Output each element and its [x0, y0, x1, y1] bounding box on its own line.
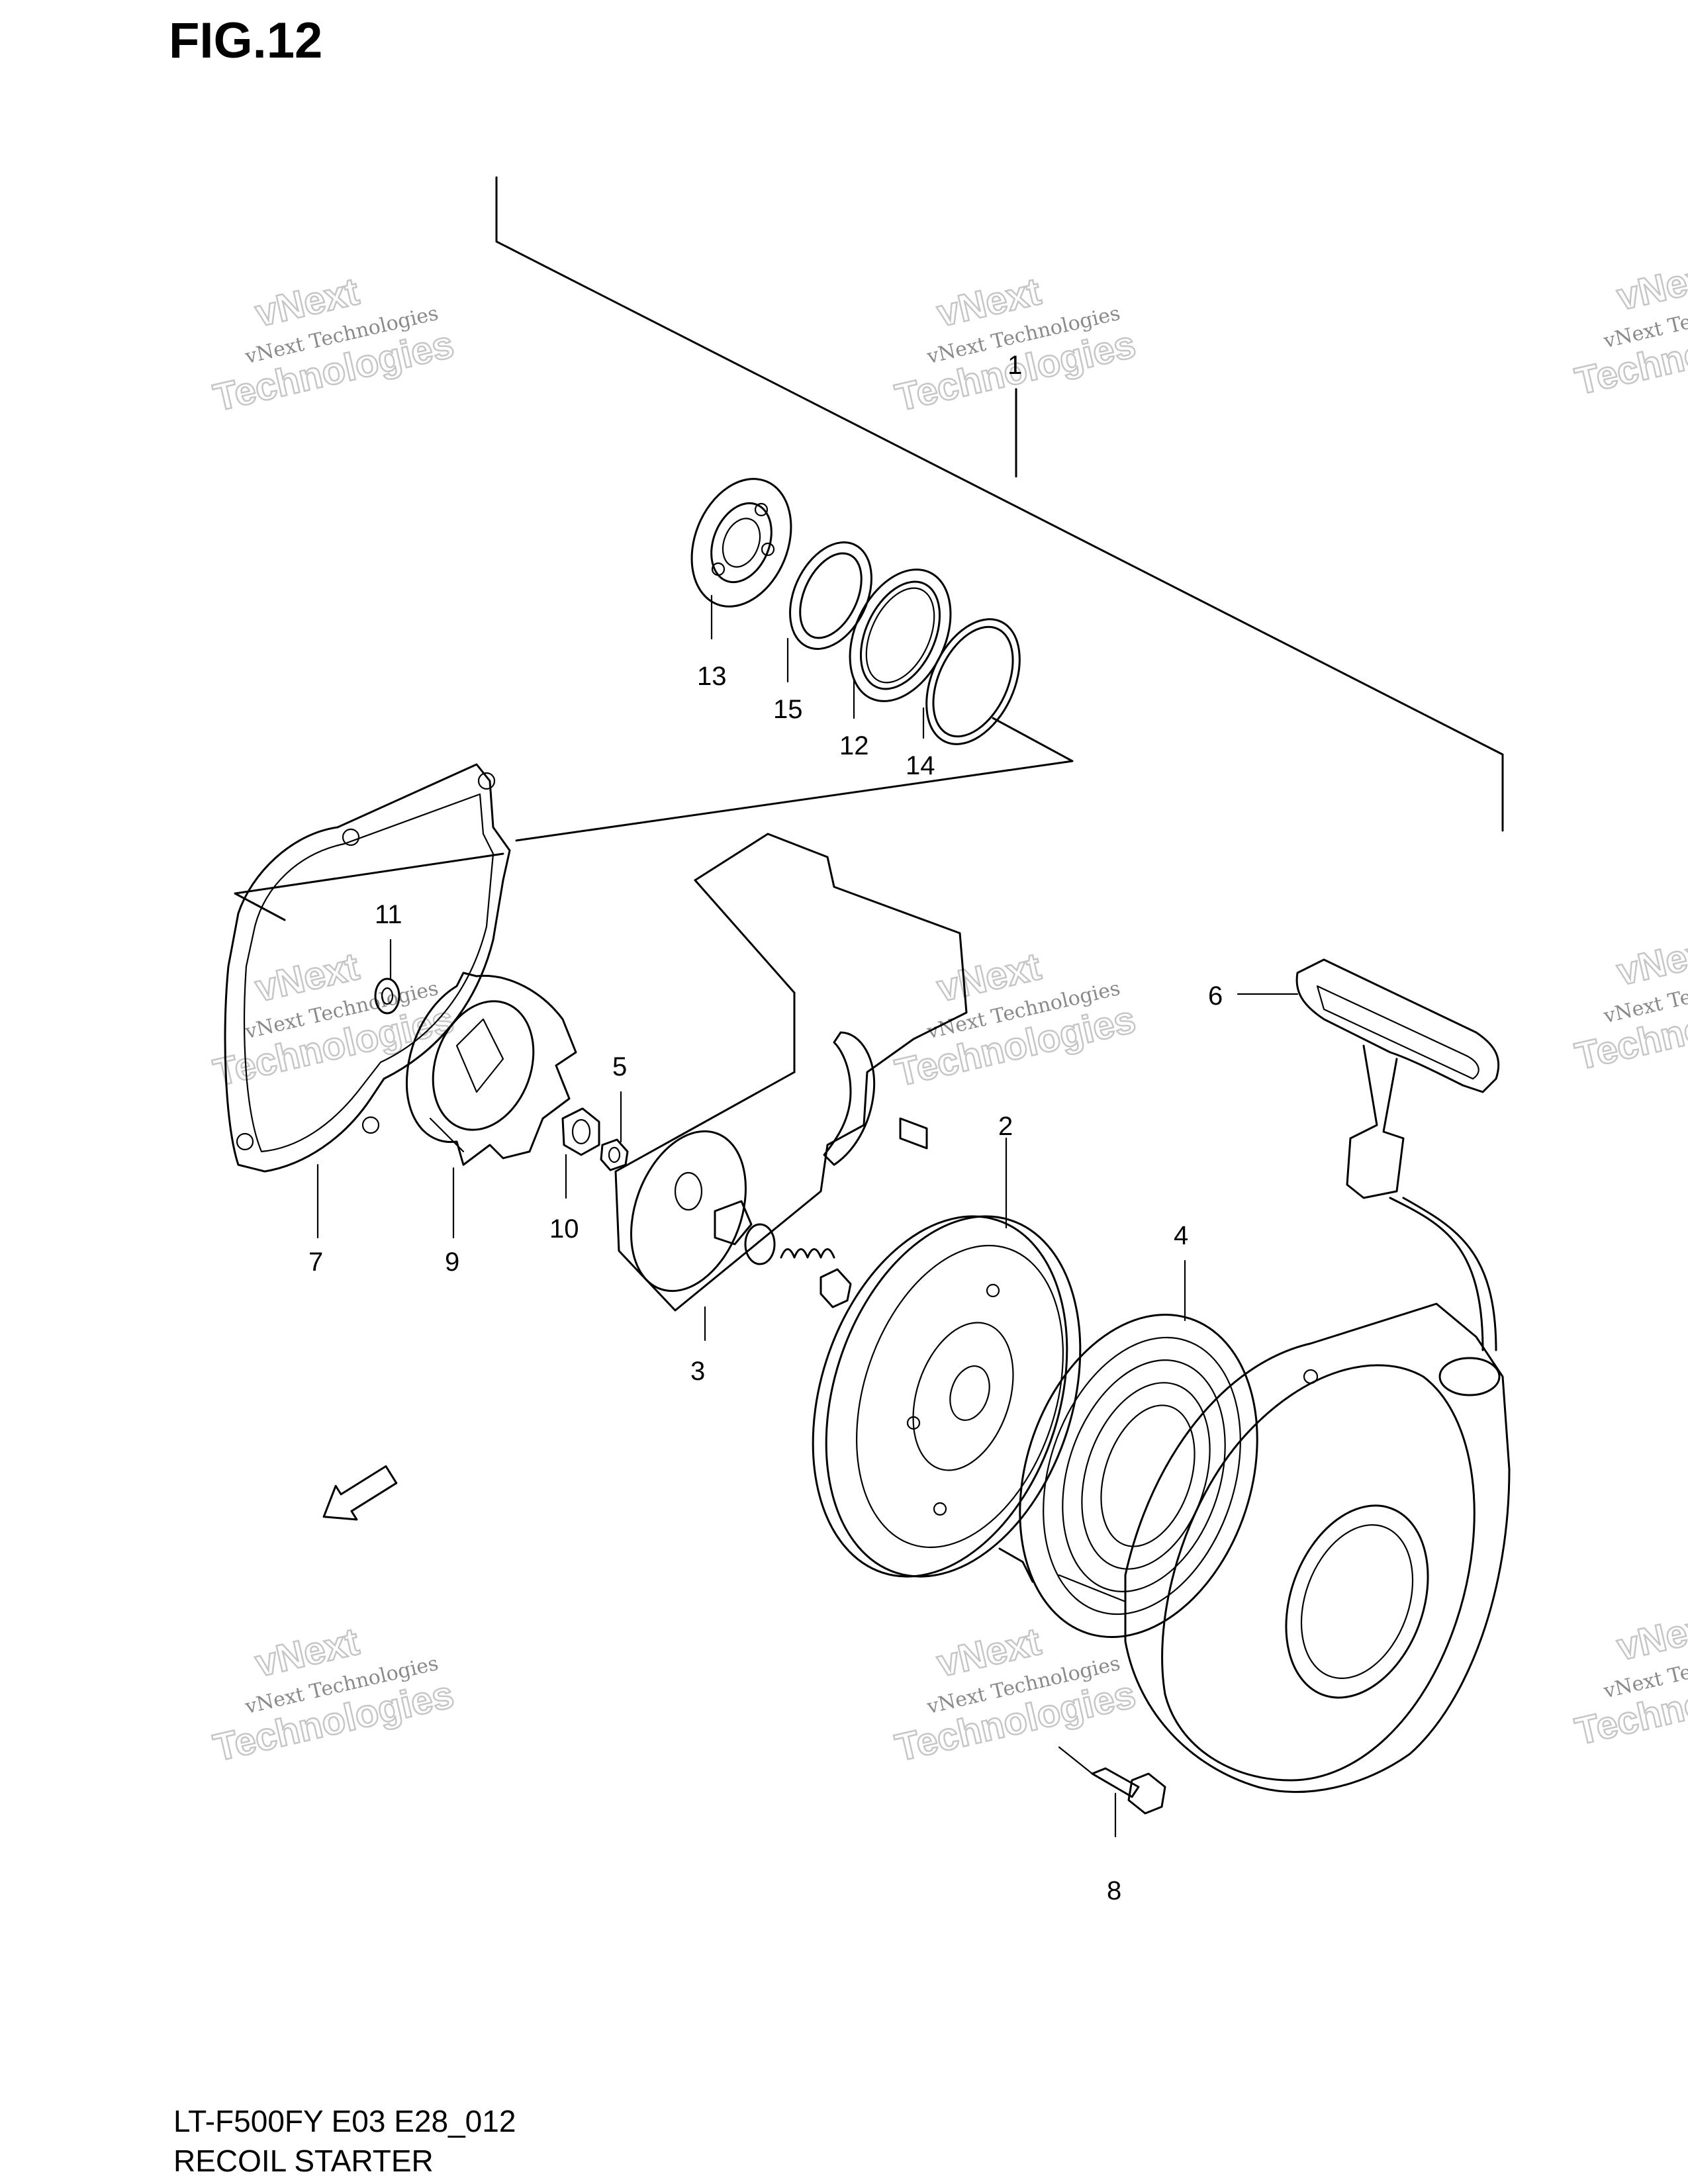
callout-10: 10 [549, 1214, 579, 1244]
seal-part-15 [789, 541, 872, 650]
callout-6: 6 [1208, 981, 1223, 1011]
callout-12: 12 [839, 731, 869, 760]
svg-text:vNext: vNext [1613, 1604, 1688, 1669]
callout-15: 15 [773, 695, 803, 724]
callout-7: 7 [308, 1248, 323, 1277]
watermark-bottom-center: Technologies vNext vNext Technologies [890, 1619, 1140, 1770]
watermark-mid-right: Technologies vNext vNext Technologies [1571, 928, 1688, 1079]
washer-part-5 [600, 1138, 629, 1171]
callout-8: 8 [1107, 1876, 1121, 1905]
figure-title: FIG.12 [169, 13, 323, 69]
leader-lines [316, 594, 1299, 1838]
callout-5: 5 [612, 1052, 627, 1081]
watermark-top-right: Technologies vNext vNext Technologies [1571, 253, 1688, 404]
callout-11: 11 [375, 900, 402, 929]
callout-14: 14 [906, 751, 935, 780]
watermark-mid-left: Technologies vNext vNext Technologies [209, 944, 458, 1095]
bolt-part-8 [1058, 1746, 1166, 1815]
fwd-arrow-icon: FWD [322, 1465, 398, 1521]
callout-2: 2 [998, 1112, 1013, 1141]
seal-group-leader-lower [234, 852, 504, 921]
svg-text:vNext: vNext [1613, 929, 1688, 994]
assembly-bracket-part-1 [495, 176, 1504, 832]
fwd-label: FWD [349, 1473, 389, 1508]
gasket-part-7 [224, 763, 511, 1173]
callout-3: 3 [690, 1357, 705, 1386]
drive-plate-part-9 [405, 972, 577, 1166]
model-code: LT-F500FY E03 E28_012 [173, 2104, 516, 2138]
callout-9: 9 [445, 1248, 459, 1277]
starter-case [1058, 1302, 1511, 1794]
o-ring-part-14 [925, 618, 1021, 745]
watermark-bottom-right: Technologies vNext vNext Technologies [1571, 1603, 1688, 1754]
watermark-mid-center: Technologies vNext vNext Technologies [890, 944, 1140, 1095]
oil-seal-part-12 [849, 569, 952, 702]
washer-part-11 [374, 978, 400, 1015]
watermark-top-center: Technologies vNext vNext Technologies [890, 269, 1140, 420]
callout-1: 1 [1008, 351, 1022, 380]
seal-group-leader [515, 717, 1074, 842]
spiral-spring-part-4 [998, 1314, 1258, 1638]
reel-part-2 [812, 1215, 1082, 1578]
section-name: RECOIL STARTER [173, 2144, 434, 2178]
starter-handle-part-6 [1295, 958, 1500, 1351]
callout-13: 13 [697, 662, 727, 691]
ratchet-kit-part-3 [614, 833, 968, 1312]
nut-part-10 [561, 1107, 600, 1156]
watermark-bottom-left: Technologies vNext vNext Technologies [209, 1619, 458, 1770]
callout-4: 4 [1174, 1221, 1188, 1250]
bearing-part-13 [690, 478, 792, 608]
watermark-top-left: Technologies vNext vNext Technologies [209, 269, 458, 420]
svg-text:vNext: vNext [1613, 253, 1688, 319]
